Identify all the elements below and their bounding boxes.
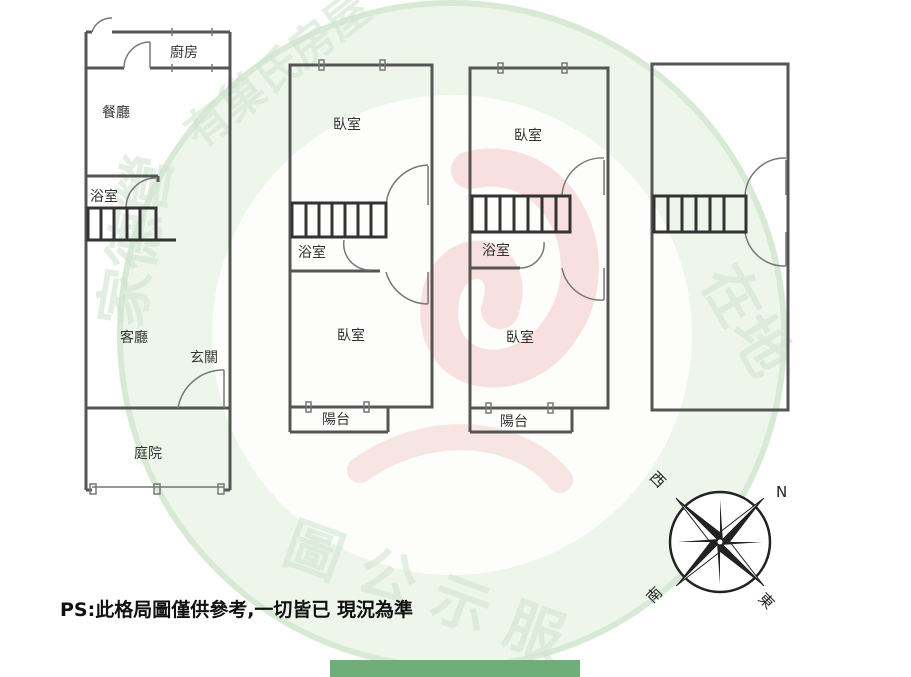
floor-3-stairs — [470, 194, 572, 234]
watermark-logo-swirl — [420, 148, 599, 388]
disclaimer-note: PS:此格局圖僅供參考,一切皆已 現況為準 — [60, 598, 413, 621]
door-arc — [123, 41, 151, 69]
window-mark — [379, 59, 386, 71]
door-arc — [177, 369, 225, 409]
door-arc — [385, 164, 429, 206]
window-mark — [217, 483, 225, 495]
floor-1-stairs — [86, 206, 176, 242]
watermark-logo-swoosh — [347, 424, 573, 493]
room-label-balcony: 陽台 — [500, 414, 528, 430]
door-arc — [561, 267, 605, 301]
room-label-kitchen: 廚房 — [170, 44, 198, 61]
door-arc — [561, 157, 605, 196]
compass-east: 東 — [755, 589, 778, 612]
room-label-dining: 餐廳 — [102, 104, 130, 121]
window-mark — [485, 402, 492, 414]
floor-4 — [650, 62, 790, 412]
staircase — [470, 194, 572, 234]
door-arc — [744, 231, 787, 267]
watermark-bottom-band — [330, 660, 580, 677]
room-label-entrance: 玄關 — [190, 349, 218, 366]
window-mark — [89, 483, 97, 495]
floor-3-fixtures — [485, 62, 605, 414]
door-arc — [385, 271, 429, 305]
room-label-bath: 浴室 — [298, 244, 326, 261]
compass-north: N — [776, 483, 787, 501]
room-label-bedroom-front: 臥室 — [514, 127, 542, 144]
window-mark — [547, 402, 554, 414]
floor-2 — [288, 63, 434, 434]
window-mark — [318, 59, 325, 71]
room-label-balcony: 陽台 — [322, 412, 350, 428]
room-label-bedroom-front: 臥室 — [333, 116, 361, 133]
room-label-bedroom-rear: 臥室 — [337, 327, 365, 344]
compass-rose — [668, 490, 772, 594]
door-arc — [125, 177, 157, 209]
wall — [650, 62, 790, 412]
window-mark — [497, 62, 504, 74]
window-mark — [153, 483, 161, 495]
staircase — [86, 206, 158, 242]
door-arc — [744, 157, 787, 196]
staircase — [652, 194, 748, 234]
floor-2-fixtures — [305, 59, 429, 413]
floor-2-stairs — [290, 201, 388, 239]
floor-4-stairs — [652, 194, 748, 234]
wall — [288, 63, 434, 409]
room-label-living: 客廳 — [120, 329, 148, 346]
staircase — [290, 201, 388, 239]
door-arc — [519, 241, 545, 269]
floor-3 — [468, 66, 610, 434]
floor-4-fixtures — [744, 157, 787, 267]
door-arc — [91, 17, 113, 33]
door-arc — [342, 239, 371, 271]
window-mark — [305, 401, 312, 413]
room-label-bedroom-rear: 臥室 — [506, 329, 534, 346]
window-mark — [561, 62, 568, 74]
room-label-courtyard: 庭院 — [134, 445, 162, 462]
room-label-bath: 浴室 — [90, 188, 118, 205]
floor-1-fixtures — [89, 17, 225, 495]
window-mark — [363, 401, 370, 413]
room-label-bath: 浴室 — [482, 242, 510, 259]
wall — [468, 66, 610, 410]
